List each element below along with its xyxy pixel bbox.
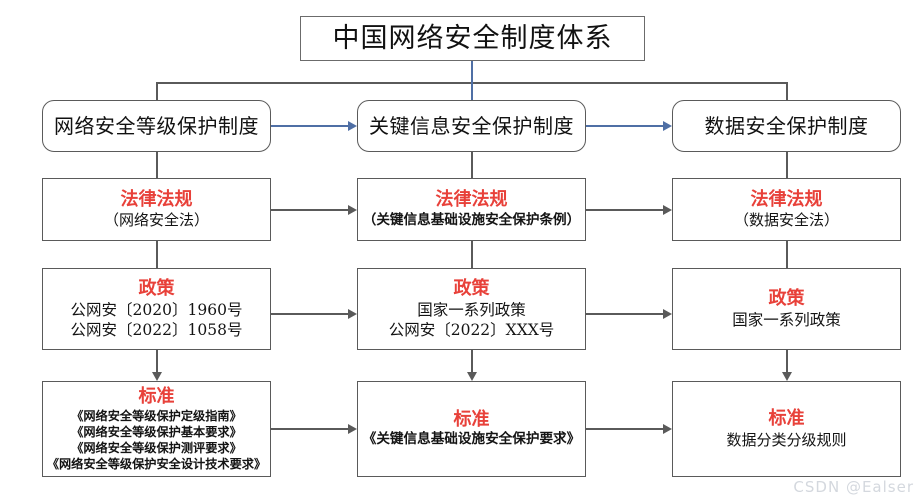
node-header-label: 数据安全保护制度 [704, 113, 869, 138]
node-header-label: 关键信息安全保护制度 [369, 113, 574, 138]
arrowhead-policy-right [663, 309, 672, 319]
connector-col2-header-to-law [471, 152, 473, 178]
arrowhead-col1-standard [152, 372, 162, 381]
connector-bus-drop-right [786, 82, 788, 100]
node-standard-heading: 标准 [138, 385, 175, 407]
node-standard-line: 《网络安全等级保护测评要求》 [71, 441, 242, 456]
arrowhead-law-center [348, 205, 357, 215]
node-policy-heading: 政策 [453, 277, 490, 299]
connector-law-left-to-center [271, 209, 348, 211]
connector-header-left-to-center [271, 125, 348, 127]
connector-header-center-to-right [586, 125, 663, 127]
node-standard-critical-information[interactable]: 标准 《关键信息基础设施安全保护要求》 [357, 381, 586, 477]
arrowhead-policy-center [348, 309, 357, 319]
connector-col1-law-to-policy [156, 241, 158, 268]
watermark: CSDN @Ealser [793, 478, 914, 496]
node-header-label: 网络安全等级保护制度 [54, 113, 259, 138]
node-policy-critical-information[interactable]: 政策 国家一系列政策 公网安〔2022〕XXX号 [357, 268, 586, 350]
diagram-title: 中国网络安全制度体系 [332, 22, 613, 54]
arrowhead-standard-center [348, 424, 357, 434]
connector-col1-header-to-law [156, 152, 158, 178]
arrowhead-col2-standard [467, 372, 477, 381]
diagram-title-box: 中国网络安全制度体系 [300, 16, 645, 61]
node-header-level-protection[interactable]: 网络安全等级保护制度 [42, 100, 271, 152]
node-law-critical-information[interactable]: 法律法规 （关键信息基础设施安全保护条例） [357, 178, 586, 241]
connector-col2-policy-to-standard [471, 350, 473, 378]
arrowhead-header-right [663, 121, 672, 131]
connector-col2-law-to-policy [471, 241, 473, 268]
node-standard-line: 《网络安全等级保护安全设计技术要求》 [46, 457, 267, 472]
node-law-data-security[interactable]: 法律法规 （数据安全法） [672, 178, 901, 241]
node-policy-heading: 政策 [768, 287, 805, 309]
node-law-line: （网络安全法） [103, 211, 209, 229]
node-law-level-protection[interactable]: 法律法规 （网络安全法） [42, 178, 271, 241]
arrowhead-header-center [348, 121, 357, 131]
arrowhead-law-right [663, 205, 672, 215]
node-standard-heading: 标准 [453, 408, 490, 430]
node-standard-line: 《网络安全等级保护定级指南》 [71, 409, 242, 424]
connector-title-trunk [471, 61, 473, 83]
connector-policy-center-to-right [586, 313, 663, 315]
node-policy-line: 公网安〔2022〕XXX号 [388, 321, 555, 340]
connector-law-center-to-right [586, 209, 663, 211]
node-policy-data-security[interactable]: 政策 国家一系列政策 [672, 268, 901, 350]
node-header-data-security[interactable]: 数据安全保护制度 [672, 100, 901, 152]
connector-col3-header-to-law [786, 152, 788, 178]
connector-col1-policy-to-standard [156, 350, 158, 378]
connector-bus-drop-left [156, 82, 158, 100]
arrowhead-col3-standard [782, 372, 792, 381]
node-policy-line: 公网安〔2022〕1058号 [70, 321, 243, 340]
arrowhead-standard-right [663, 424, 672, 434]
node-standard-heading: 标准 [768, 408, 805, 429]
connector-col3-law-to-policy [786, 241, 788, 268]
node-law-line: （关键信息基础设施安全保护条例） [362, 211, 581, 228]
node-law-heading: 法律法规 [435, 189, 508, 211]
node-policy-level-protection[interactable]: 政策 公网安〔2020〕1960号 公网安〔2022〕1058号 [42, 268, 271, 350]
connector-standard-left-to-center [271, 428, 348, 430]
node-policy-line: 国家一系列政策 [732, 311, 841, 330]
node-policy-heading: 政策 [138, 277, 175, 299]
node-law-heading: 法律法规 [120, 188, 193, 210]
node-law-heading: 法律法规 [750, 188, 823, 210]
node-standard-line: 《关键信息基础设施安全保护要求》 [362, 431, 581, 448]
node-standard-line: 《网络安全等级保护基本要求》 [71, 425, 242, 440]
node-standard-line: 数据分类分级规则 [726, 430, 847, 449]
node-standard-data-security[interactable]: 标准 数据分类分级规则 [672, 381, 901, 477]
connector-policy-left-to-center [271, 313, 348, 315]
node-policy-line: 国家一系列政策 [417, 301, 526, 320]
connector-standard-center-to-right [586, 428, 663, 430]
connector-bus-drop-center [471, 82, 473, 100]
node-standard-level-protection[interactable]: 标准 《网络安全等级保护定级指南》 《网络安全等级保护基本要求》 《网络安全等级… [42, 381, 271, 477]
node-law-line: （数据安全法） [733, 211, 839, 229]
connector-col3-policy-to-standard [786, 350, 788, 378]
node-header-critical-information[interactable]: 关键信息安全保护制度 [357, 100, 586, 152]
node-policy-line: 公网安〔2020〕1960号 [70, 301, 243, 320]
